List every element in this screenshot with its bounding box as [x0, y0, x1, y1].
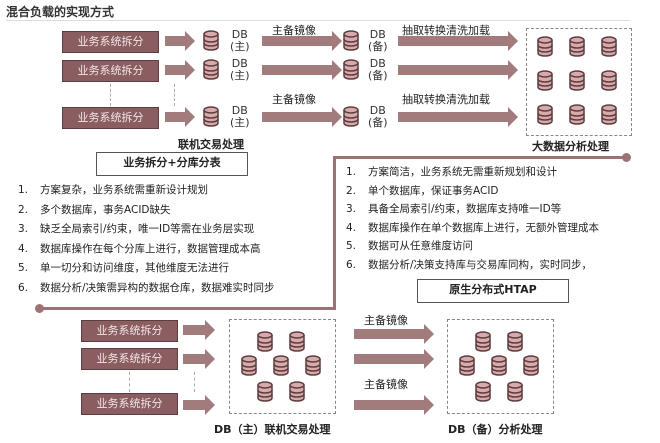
database-icon — [343, 30, 359, 51]
oltp-label: 联机交易处理 — [178, 138, 244, 151]
list-item: 1.方案简洁，业务系统无需重新规划和设计 — [346, 166, 557, 178]
mirror-label: 主备镜像 — [364, 314, 408, 327]
standby-analysis-label: DB（备）分析处理 — [448, 423, 543, 436]
list-item: 2.单个数据库，保证事务ACID — [346, 184, 499, 197]
db-primary-label: DB(主) — [230, 57, 250, 82]
database-icon — [491, 355, 507, 376]
list-item: 5.单一切分和访问维度，其他维度无法进行 — [18, 262, 229, 274]
db-standby-label: DB(备) — [368, 104, 388, 129]
ellipsis-dash — [129, 372, 130, 392]
list-item: 6.数据分析/决策需异构的数据仓库，数据难实时同步 — [18, 281, 275, 294]
connector-dot — [622, 153, 631, 162]
database-icon — [343, 59, 359, 80]
connector-line — [333, 156, 626, 159]
database-icon — [507, 381, 523, 402]
database-icon — [507, 331, 523, 352]
connector-dot — [35, 304, 44, 313]
list-item: 3.具备全局索引/约束，数据库支持唯一ID等 — [346, 203, 562, 215]
database-icon — [523, 355, 539, 376]
primary-oltp-label: DB（主）联机交易处理 — [214, 423, 331, 436]
ellipsis-dash — [194, 372, 195, 392]
business-split-box: 业务系统拆分 — [62, 60, 159, 82]
database-icon — [475, 331, 491, 352]
ellipsis-dash — [110, 84, 111, 106]
list-item: 4.数据库操作在每个分库上进行，数据管理成本高 — [18, 242, 261, 255]
database-icon — [569, 36, 585, 57]
database-icon — [537, 36, 553, 57]
db-standby-label: DB(备) — [368, 28, 388, 53]
list-item: 2.多个数据库，事务ACID缺失 — [18, 203, 171, 216]
database-icon — [601, 70, 617, 91]
database-icon — [273, 355, 289, 376]
database-icon — [601, 104, 617, 125]
list-item: 6.数据分析/决策支持库与交易库同构，实时同步， — [346, 258, 593, 271]
mirror-label: 主备镜像 — [364, 378, 408, 391]
htap-list: 1.方案简洁，业务系统无需重新规划和设计 2.单个数据库，保证事务ACID 3.… — [346, 164, 599, 275]
database-icon — [305, 355, 321, 376]
list-item: 1.方案复杂，业务系统需重新设计规划 — [18, 184, 208, 196]
database-icon — [459, 355, 475, 376]
db-primary-label: DB(主) — [230, 28, 250, 53]
database-icon — [257, 331, 273, 352]
db-standby-label: DB(备) — [368, 57, 388, 82]
split-sharding-list: 1.方案复杂，业务系统需重新设计规划 2.多个数据库，事务ACID缺失 3.缺乏… — [18, 182, 275, 299]
business-split-box: 业务系统拆分 — [81, 348, 178, 370]
database-icon — [537, 70, 553, 91]
mirror-label: 主备镜像 — [272, 93, 316, 106]
business-split-box: 业务系统拆分 — [81, 320, 178, 342]
database-icon — [601, 36, 617, 57]
database-icon — [241, 355, 257, 376]
bigdata-label: 大数据分析处理 — [532, 140, 609, 153]
database-icon — [289, 331, 305, 352]
list-item: 5.数据可从任意维度访问 — [346, 240, 473, 252]
business-split-box: 业务系统拆分 — [62, 107, 159, 129]
htap-heading: 原生分布式HTAP — [417, 279, 569, 303]
connector-line — [333, 156, 336, 310]
business-split-box: 业务系统拆分 — [62, 31, 159, 53]
mirror-label: 主备镜像 — [272, 24, 316, 37]
title-divider — [6, 20, 630, 21]
etl-label: 抽取转换清洗加载 — [402, 24, 490, 37]
primary-cluster — [229, 319, 336, 414]
db-primary-label: DB(主) — [230, 104, 250, 129]
list-item: 3.缺乏全局索引/约束，唯一ID等需在业务层实现 — [18, 223, 255, 235]
database-icon — [203, 106, 219, 127]
connector-line — [40, 307, 336, 310]
database-icon — [569, 70, 585, 91]
list-item: 4.数据库操作在单个数据库上进行，无额外管理成本 — [346, 221, 599, 234]
database-icon — [203, 59, 219, 80]
database-icon — [343, 106, 359, 127]
bigdata-cluster — [526, 28, 632, 136]
etl-label: 抽取转换清洗加载 — [402, 93, 490, 106]
split-sharding-heading: 业务拆分+分库分表 — [96, 152, 248, 176]
standby-cluster — [447, 319, 554, 414]
database-icon — [289, 381, 305, 402]
database-icon — [569, 104, 585, 125]
database-icon — [475, 381, 491, 402]
database-icon — [257, 381, 273, 402]
database-icon — [203, 30, 219, 51]
diagram-title: 混合负载的实现方式 — [6, 5, 115, 19]
database-icon — [537, 104, 553, 125]
business-split-box: 业务系统拆分 — [81, 393, 178, 415]
ellipsis-dash — [174, 84, 175, 106]
